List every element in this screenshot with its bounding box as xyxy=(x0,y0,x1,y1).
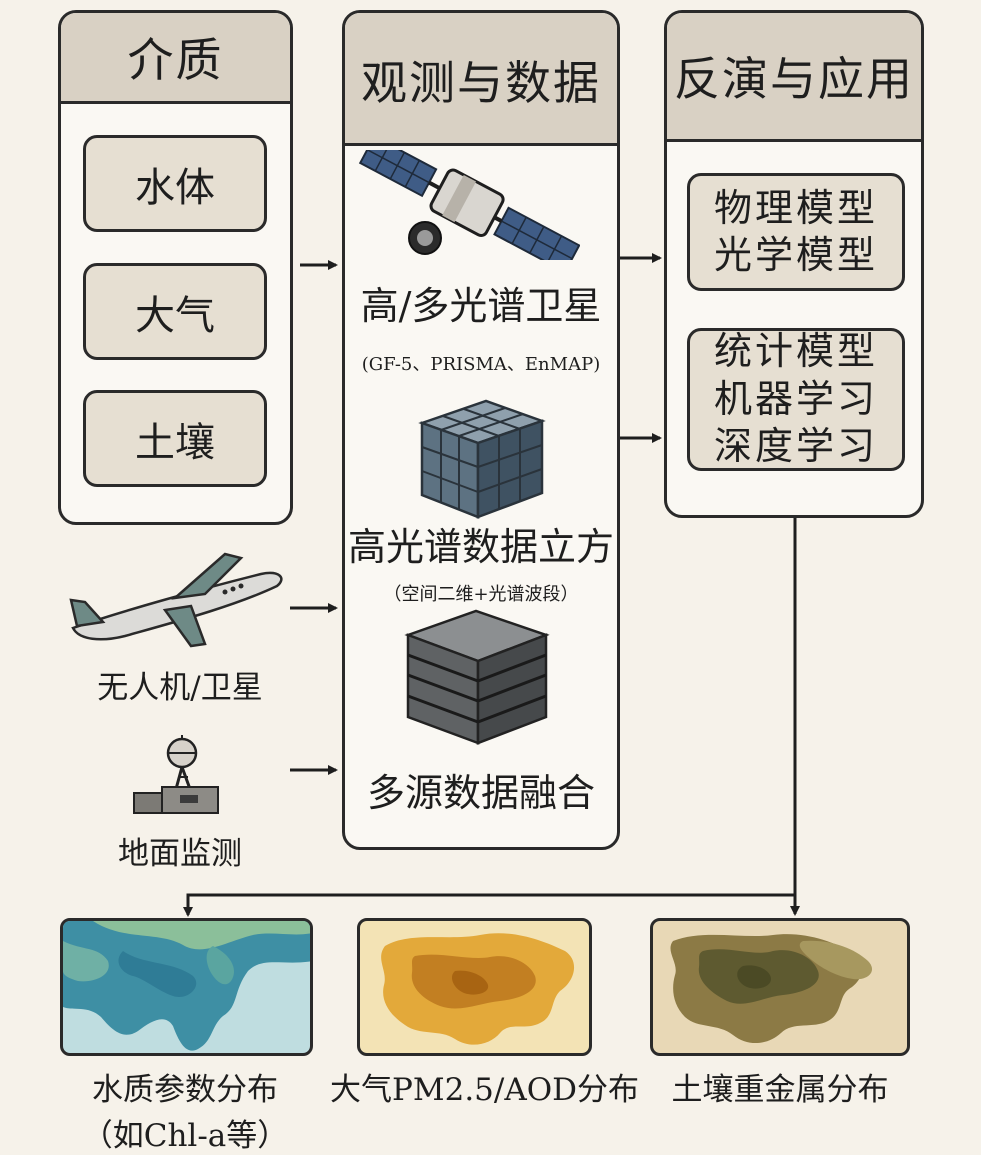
observation-title: 观测与数据 xyxy=(345,13,617,146)
deep-learning-label: 深度学习 xyxy=(713,424,878,469)
atmosphere-pm25-map xyxy=(357,918,592,1056)
satellite-icon xyxy=(358,150,580,260)
ground-station-icon xyxy=(133,735,219,814)
satellite-label: 高/多光谱卫星 xyxy=(360,284,602,328)
inversion-title: 反演与应用 xyxy=(667,13,921,142)
statistical-model-box: 统计模型 机器学习 深度学习 xyxy=(687,328,905,471)
data-cube-label: 高光谱数据立方 xyxy=(347,525,614,569)
observation-panel: 观测与数据 xyxy=(342,10,620,850)
data-fusion-label: 多源数据融合 xyxy=(366,771,595,815)
satellite-note: (GF-5、PRISMA、EnMAP) xyxy=(361,354,601,375)
water-quality-note: （如Chl-a等） xyxy=(81,1118,289,1154)
optical-model-label: 光学模型 xyxy=(713,233,878,277)
medium-water-box: 水体 xyxy=(83,135,267,232)
data-cube-icon xyxy=(418,399,546,519)
medium-title: 介质 xyxy=(61,13,290,104)
medium-panel: 介质 水体 大气 土壤 xyxy=(58,10,293,525)
inversion-panel: 反演与应用 物理模型 光学模型 统计模型 机器学习 深度学习 xyxy=(664,10,924,518)
ground-monitoring-label: 地面监测 xyxy=(118,836,242,872)
layer-stack-icon xyxy=(404,609,550,745)
data-cube-note: （空间二维+光谱波段） xyxy=(383,584,579,605)
medium-soil-box: 土壤 xyxy=(83,390,267,487)
water-quality-map xyxy=(60,918,313,1056)
medium-atmosphere-box: 大气 xyxy=(83,263,267,360)
airplane-icon xyxy=(69,552,283,648)
machine-learning-label: 机器学习 xyxy=(713,376,878,421)
soil-heavy-metal-map xyxy=(650,918,910,1056)
water-quality-label: 水质参数分布 xyxy=(92,1072,278,1108)
atmosphere-pm25-label: 大气PM2.5/AOD分布 xyxy=(330,1072,640,1108)
physical-model-label: 物理模型 xyxy=(713,185,878,230)
statistical-model-label: 统计模型 xyxy=(713,329,878,374)
soil-heavy-metal-label: 土壤重金属分布 xyxy=(671,1072,889,1108)
physical-model-box: 物理模型 光学模型 xyxy=(687,173,905,291)
uav-satellite-label: 无人机/卫星 xyxy=(97,670,263,706)
